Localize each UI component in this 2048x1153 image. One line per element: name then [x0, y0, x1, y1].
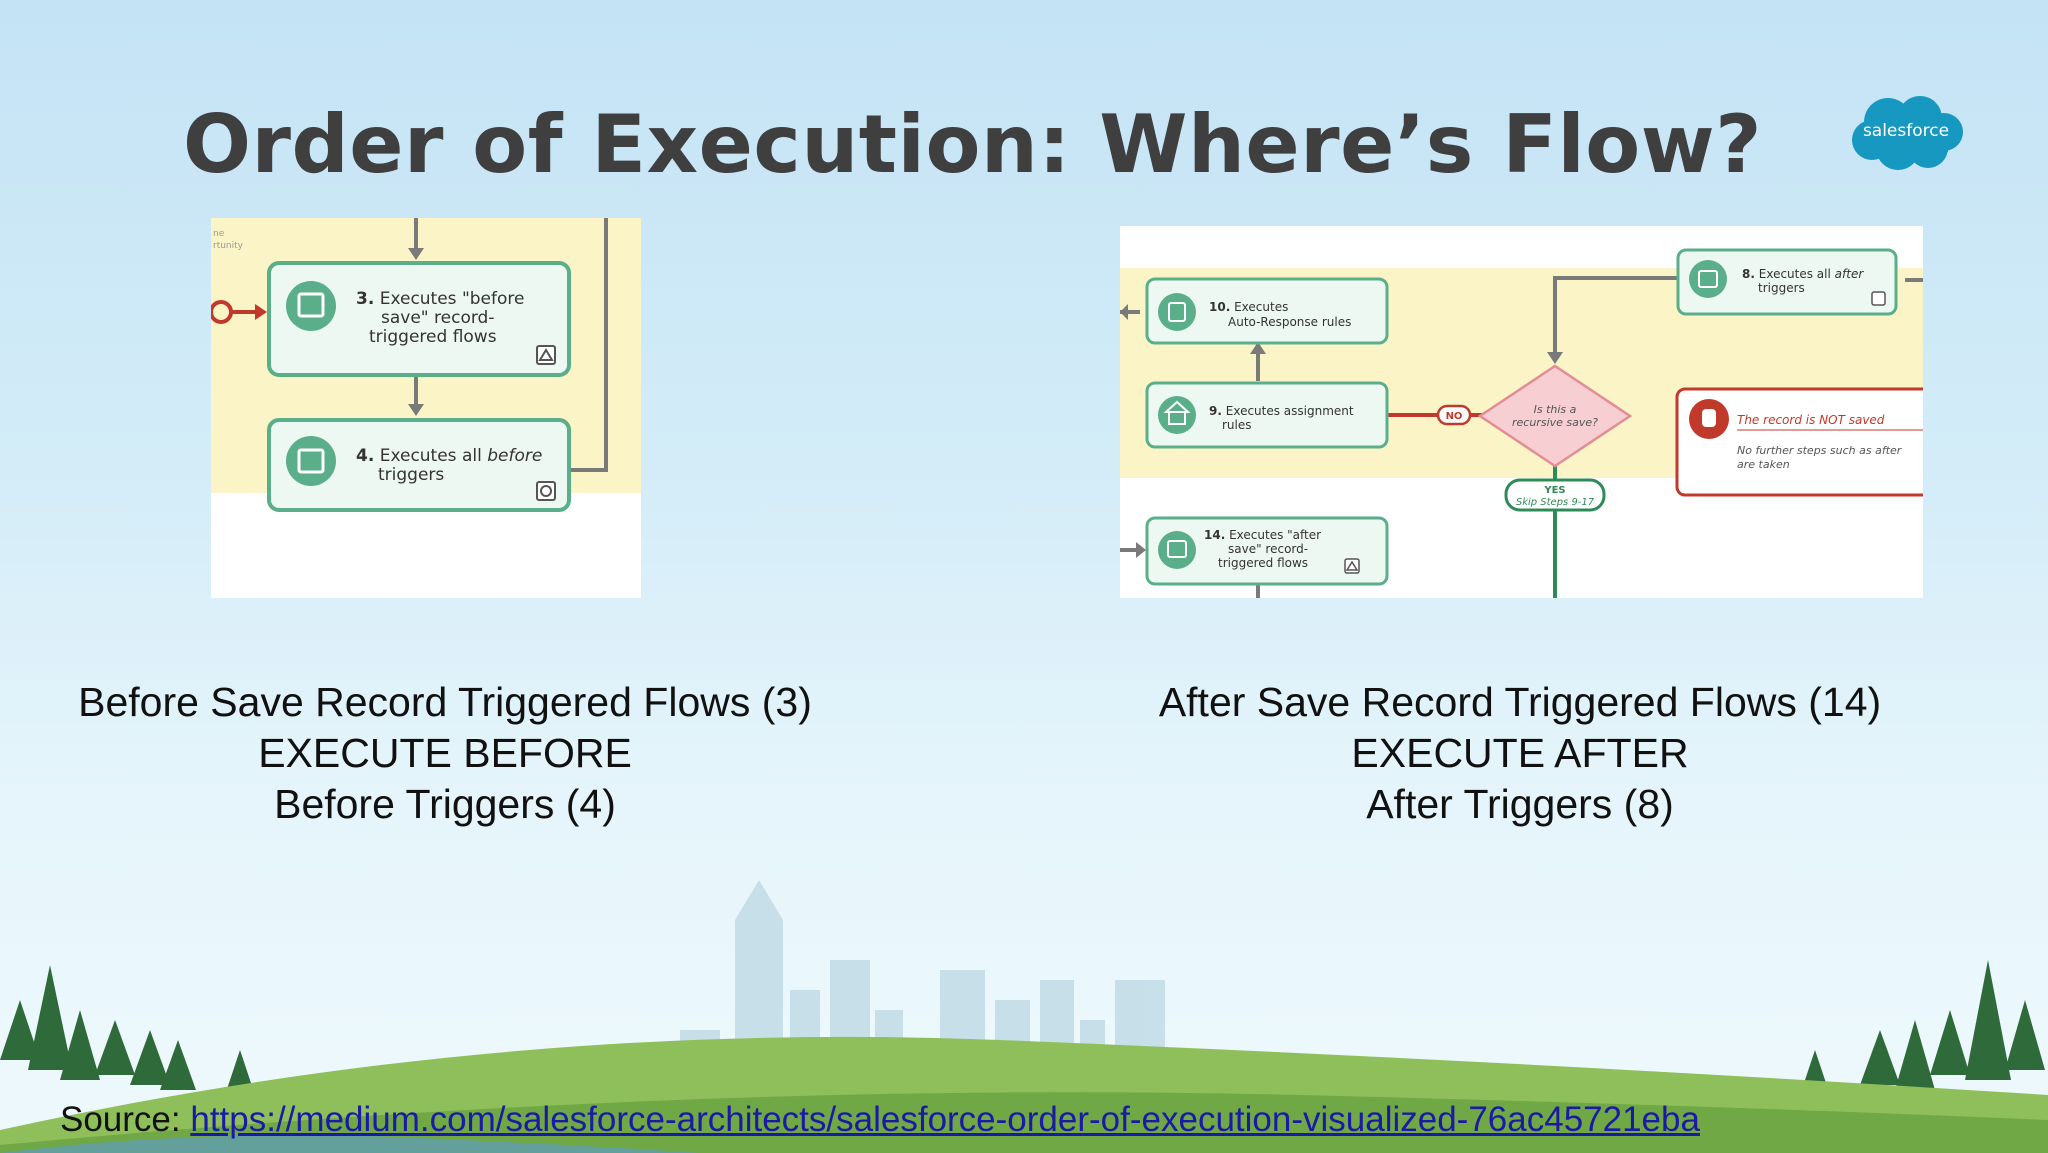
step3-node: 3. Executes "before save" record- trigge… [267, 261, 571, 377]
svg-text:3. Executes "before: 3. Executes "before [356, 289, 524, 309]
caption-left: Before Save Record Triggered Flows (3) E… [40, 677, 850, 830]
step9-line2: rules [1222, 418, 1252, 432]
step8-italic: after [1835, 267, 1865, 281]
step14-node: 14. Executes "after save" record- trigge… [1145, 516, 1389, 586]
caption-right: After Save Record Triggered Flows (14) E… [1080, 677, 1960, 830]
step9-num: 9. [1209, 404, 1222, 418]
step4-num: 4. [356, 446, 374, 466]
caption-left-line2: EXECUTE BEFORE [258, 730, 632, 776]
cropped-text-1: ne [213, 229, 225, 239]
slide-title: Order of Execution: Where’s Flow? [183, 98, 1763, 191]
step14-line3: triggered flows [1218, 556, 1308, 570]
decision-diamond: Is this a recursive save? [1477, 364, 1633, 468]
step4-line1: Executes all [380, 446, 482, 466]
step14-line1: Executes "after [1229, 528, 1321, 542]
step3-line1: Executes "before [380, 289, 525, 309]
step8-node: 8. Executes all after triggers [1676, 248, 1898, 316]
step3-line2: save" record- [381, 308, 494, 328]
step8-line1: Executes all [1759, 267, 1831, 281]
landscape-background [0, 880, 2048, 1153]
not-saved-line2: are taken [1737, 458, 1790, 471]
svg-text:9. Executes assignment: 9. Executes assignment [1209, 404, 1354, 418]
step3-num: 3. [356, 289, 374, 309]
source-link[interactable]: https://medium.com/salesforce-architects… [190, 1100, 1700, 1139]
caption-right-line1: After Save Record Triggered Flows (14) [1158, 679, 1882, 725]
svg-text:14. Executes "after: 14. Executes "after [1204, 528, 1321, 542]
step4-node: 4. Executes all before triggers [267, 418, 571, 512]
not-saved-box: The record is NOT saved No further steps… [1675, 387, 1923, 497]
svg-text:8. Executes all after: 8. Executes all after [1742, 267, 1864, 281]
decision-line2: recursive save? [1512, 416, 1598, 429]
step8-line2: triggers [1758, 281, 1805, 295]
step9-line1: Executes assignment [1226, 404, 1354, 418]
right-diagram-image: 8. Executes all after triggers 10. Execu… [1120, 226, 1923, 598]
step8-num: 8. [1742, 267, 1755, 281]
not-saved-title: The record is NOT saved [1737, 413, 1885, 427]
step4-italic: before [487, 446, 542, 466]
cropped-text-2: rtunity [213, 241, 244, 251]
step14-num: 14. [1204, 528, 1225, 542]
no-label: NO [1446, 411, 1463, 422]
step4-line2: triggers [378, 465, 444, 485]
step10-num: 10. [1209, 300, 1230, 314]
step3-line3: triggered flows [369, 327, 497, 347]
caption-left-line3: Before Triggers (4) [274, 781, 616, 827]
svg-text:4. Executes all before: 4. Executes all before [356, 446, 542, 466]
yes-label: YES [1543, 485, 1565, 496]
source-line: Source: https://medium.com/salesforce-ar… [60, 1100, 1700, 1140]
skip-label: Skip Steps 9-17 [1516, 497, 1595, 508]
decision-line1: Is this a [1534, 403, 1577, 416]
source-label: Source: [60, 1100, 181, 1139]
step10-line2: Auto-Response rules [1228, 315, 1351, 329]
step14-line2: save" record- [1228, 542, 1308, 556]
step9-node: 9. Executes assignment rules [1145, 381, 1389, 449]
left-diagram-image: ne rtunity 3. Executes "before save" rec… [211, 218, 641, 598]
salesforce-logo: salesforce [1852, 96, 1963, 170]
step10-node: 10. Executes Auto-Response rules [1145, 277, 1389, 345]
logo-text: salesforce [1863, 121, 1949, 141]
caption-left-line1: Before Save Record Triggered Flows (3) [78, 679, 812, 725]
step10-line1: Executes [1234, 300, 1288, 314]
not-saved-line1: No further steps such as after [1737, 444, 1903, 457]
caption-right-line2: EXECUTE AFTER [1351, 730, 1689, 776]
svg-text:10. Executes: 10. Executes [1209, 300, 1288, 314]
caption-right-line3: After Triggers (8) [1366, 781, 1674, 827]
